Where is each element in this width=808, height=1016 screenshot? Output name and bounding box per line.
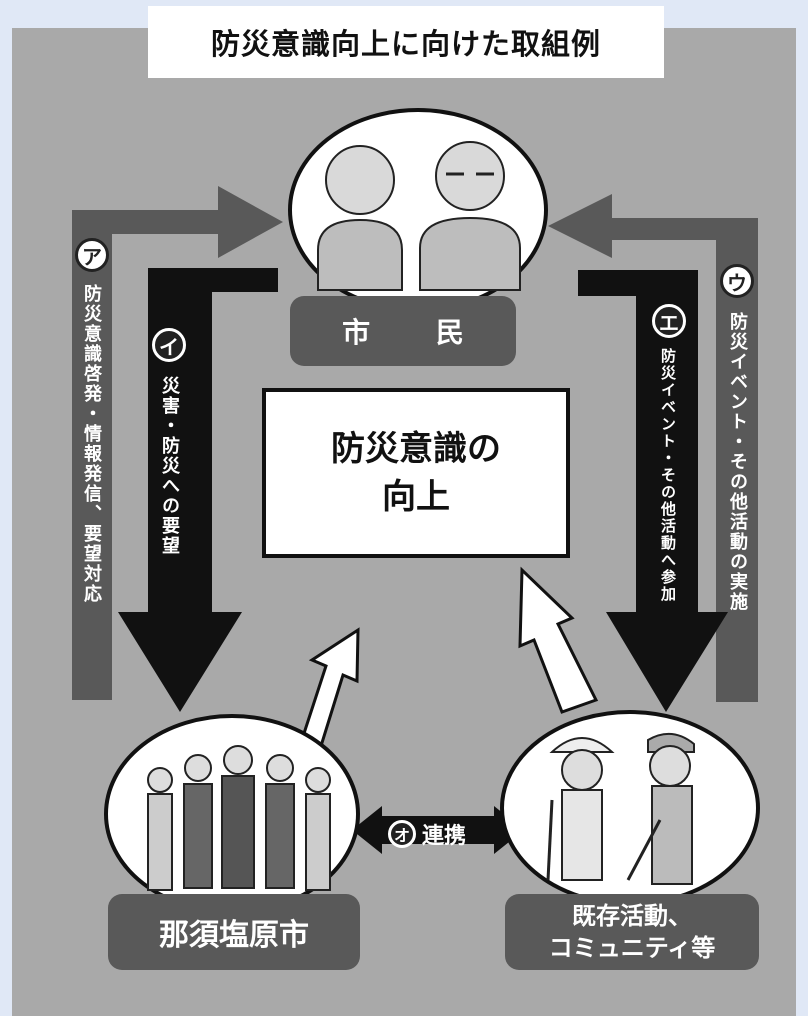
city-label: 那須塩原市 [108, 894, 360, 970]
diagram-title: 防災意識向上に向けた取組例 [148, 6, 664, 78]
center-goal-box: 防災意識の 向上 [262, 388, 570, 558]
arrow-i [118, 268, 278, 712]
center-goal-line2: 向上 [382, 477, 450, 517]
citizen-label: 市 民 [290, 296, 516, 366]
badge-o: オ [388, 820, 416, 848]
arrow-e [578, 270, 728, 712]
badge-u: ウ [720, 264, 754, 298]
flow-u-text: 防災イベント・その他活動の実施 [727, 312, 748, 612]
community-label-line2: コミュニティ等 [548, 934, 716, 962]
flow-i-text: 災害・防災への要望 [159, 376, 180, 556]
center-goal-line1: 防災意識の [331, 429, 501, 469]
city-staff-illustration [147, 745, 331, 891]
cooperation-label: オ 連携 [388, 818, 466, 850]
community-illustration [546, 733, 695, 885]
community-label: 既存活動、 コミュニティ等 [505, 894, 759, 970]
arrow-community-to-center [518, 566, 599, 714]
flow-a-text: 防災意識啓発・情報発信、要望対応 [81, 284, 102, 604]
badge-i: イ [152, 328, 186, 362]
arrow-a [72, 186, 283, 700]
arrow-u [548, 194, 758, 702]
community-label-line1: 既存活動、 [572, 902, 692, 930]
badge-e: エ [652, 304, 686, 338]
citizen-illustration [317, 141, 521, 291]
flow-e-text: 防災イベント・その他活動へ参加 [659, 348, 677, 603]
cooperation-text: 連携 [422, 824, 467, 849]
badge-a: ア [75, 238, 109, 272]
